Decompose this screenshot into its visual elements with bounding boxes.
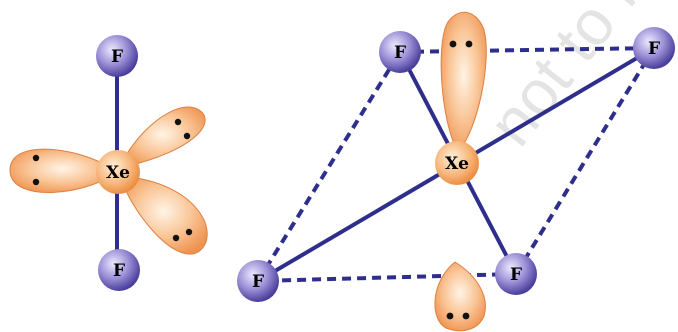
lone-pair-lobe: [119, 175, 208, 255]
electron-dot: [449, 40, 457, 48]
atom-label: F: [394, 43, 406, 63]
atom-label: Xe: [445, 154, 469, 174]
atom-label: Xe: [106, 163, 130, 183]
lone-pair-lobe: [440, 11, 487, 153]
atom-f: F: [98, 249, 140, 291]
atom-xe: Xe: [96, 150, 140, 194]
atom-label: F: [113, 261, 125, 281]
atom-label: F: [111, 47, 123, 67]
atom-f: F: [495, 253, 537, 295]
electron-dot: [446, 312, 454, 320]
atom-label: F: [648, 39, 660, 59]
structure-right: F F Xe F F: [237, 11, 675, 332]
atom-f: F: [237, 260, 279, 302]
electron-dot: [174, 118, 182, 126]
electron-dot: [462, 312, 470, 320]
electron-dot: [185, 228, 193, 236]
dashed-edge: [399, 46, 655, 54]
electron-dot: [172, 234, 180, 242]
dashed-edge: [256, 50, 402, 283]
atom-f: F: [96, 35, 138, 77]
electron-dot: [32, 154, 40, 162]
dashed-edges: [256, 46, 656, 283]
atom-xe: Xe: [435, 141, 479, 185]
atom-f: F: [633, 27, 675, 69]
electron-dot: [183, 132, 191, 140]
atom-label: F: [510, 265, 522, 285]
atom-label: F: [252, 272, 264, 292]
lone-pair-lobe: [9, 148, 116, 194]
lone-pair-lobe: [119, 106, 206, 169]
atom-f: F: [379, 31, 421, 73]
electron-dot: [465, 40, 473, 48]
dashed-edge: [257, 272, 517, 283]
lone-pair-lobe: [434, 261, 486, 332]
electron-dot: [32, 178, 40, 186]
structure-left: F Xe F: [9, 35, 208, 291]
